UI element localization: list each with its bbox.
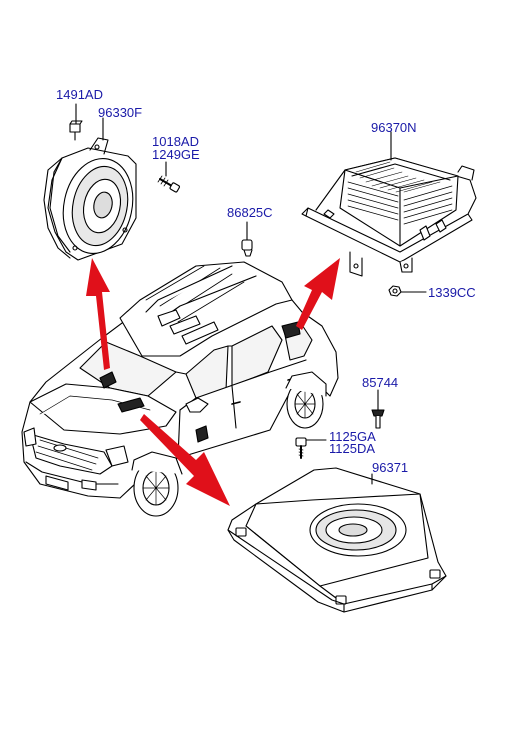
- subwoofer-icon: [227, 467, 447, 613]
- part-label-1491AD: 1491AD: [56, 87, 103, 102]
- part-label-1125DA: 1125DA: [329, 441, 376, 456]
- part-label-1339CC: 1339CC: [428, 285, 476, 300]
- part-label-1249GE: 1249GE: [152, 147, 200, 162]
- part-label-96371: 96371: [372, 460, 409, 475]
- callout-arrow-icon: [86, 258, 340, 506]
- bolt-icon-1125GA: [295, 437, 327, 459]
- amplifier-icon: [301, 157, 477, 277]
- screw-icon-1491AD: [69, 120, 83, 141]
- part-label-96330F: 96330F: [98, 105, 143, 120]
- clip-icon-85744: [371, 389, 385, 429]
- part-label-86825C: 86825C: [227, 205, 273, 220]
- part-label-1125GA: 1125GA: [329, 429, 376, 444]
- clip-icon-86825C: [241, 221, 253, 257]
- vehicle-icon: [21, 261, 339, 517]
- part-label-85744: 85744: [362, 375, 399, 390]
- screw-icon-1018AD: [157, 175, 180, 193]
- part-label-1018AD: 1018AD: [152, 134, 199, 149]
- front-speaker-icon: [43, 137, 137, 261]
- nut-icon-1339CC: [388, 285, 427, 297]
- part-label-96370N: 96370N: [371, 120, 417, 135]
